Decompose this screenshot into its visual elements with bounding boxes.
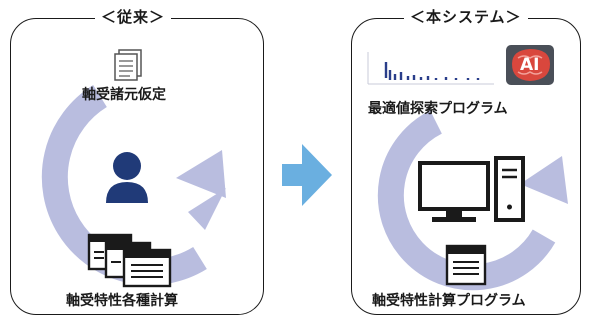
desktop-pc-icon — [418, 156, 525, 222]
program-window-icon — [445, 244, 487, 286]
bearing-calc-program-label: 軸受特性計算プログラム — [372, 293, 526, 309]
ai-badge-label: AI — [520, 55, 540, 75]
person-icon — [106, 152, 148, 203]
bearing-characteristics-calc-label: 軸受特性各種計算 — [66, 293, 178, 309]
cycle-arrow-right — [377, 110, 568, 291]
optimal-search-program-label: 最適値探索プログラム — [368, 101, 508, 117]
bearing-spec-assumption-label: 軸受諸元仮定 — [82, 87, 166, 103]
system-title: ＜本システム＞ — [404, 6, 528, 27]
conventional-title: ＜従来＞ — [95, 6, 172, 27]
document-stack-icon — [114, 49, 142, 81]
flow-arrow — [282, 144, 332, 206]
ai-brain-icon — [506, 45, 554, 85]
waveform-icon — [367, 52, 494, 85]
windows-stack-icon — [87, 233, 172, 288]
